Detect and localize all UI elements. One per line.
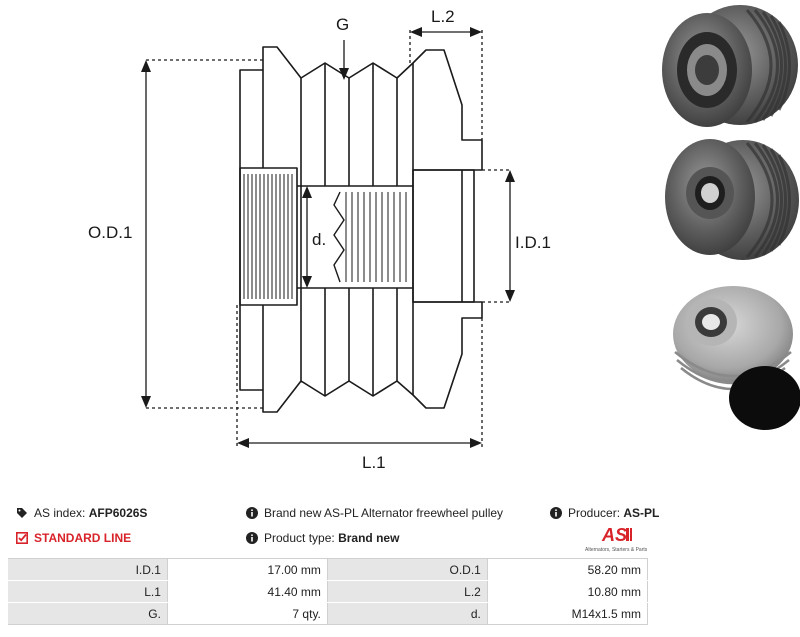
description-row: Brand new AS-PL Alternator freewheel pul… (246, 506, 503, 520)
tag-icon (17, 508, 27, 518)
pulley-photo-front (662, 5, 798, 127)
spec-value: 17.00 mm (166, 558, 328, 581)
dimension-label-l2: L.2 (431, 7, 455, 26)
product-type-label: Product type: (264, 531, 335, 545)
spec-label: G. (8, 602, 168, 625)
product-photos (662, 5, 800, 430)
product-type-row: Product type: Brand new (246, 531, 399, 545)
specifications-table: I.D.1 17.00 mm O.D.1 58.20 mm L.1 41.40 … (8, 558, 649, 625)
dimension-label-d: d. (312, 230, 326, 249)
svg-text:AS: AS (601, 525, 627, 545)
table-row: I.D.1 17.00 mm O.D.1 58.20 mm (8, 558, 649, 581)
standard-line-row: STANDARD LINE (16, 531, 131, 545)
as-index-row: AS index: AFP6026S (16, 506, 147, 520)
info-icon (246, 507, 258, 519)
as-pl-logo: AS Alternators, Starters & Parts (585, 525, 648, 553)
pulley-photo-rear (673, 286, 793, 391)
spec-value: 58.20 mm (486, 558, 649, 581)
producer-row: Producer: AS-PL (550, 506, 659, 520)
product-description: Brand new AS-PL Alternator freewheel pul… (264, 506, 504, 520)
producer-value: AS-PL (623, 506, 660, 520)
spec-label: L.1 (8, 580, 168, 603)
dimension-label-l1: L.1 (362, 453, 386, 472)
dimension-label-g: G (336, 15, 349, 34)
spec-label: I.D.1 (8, 558, 168, 581)
as-index-label: AS index: (34, 506, 86, 520)
spec-label: d. (327, 602, 488, 625)
spec-value: 7 qty. (166, 602, 328, 625)
dimension-label-id1: I.D.1 (515, 233, 551, 252)
spec-value: M14x1.5 mm (486, 602, 649, 625)
spec-label: O.D.1 (327, 558, 488, 581)
dimension-label-od1: O.D.1 (88, 223, 132, 242)
spec-value: 10.80 mm (486, 580, 649, 603)
standard-line-label: STANDARD LINE (34, 531, 132, 545)
table-row: G. 7 qty. d. M14x1.5 mm (8, 602, 649, 625)
info-icon (246, 532, 258, 544)
spec-label: L.2 (327, 580, 488, 603)
spec-value: 41.40 mm (166, 580, 328, 603)
pulley-photo-angle (665, 139, 799, 260)
info-icon (550, 507, 562, 519)
product-type-value: Brand new (338, 531, 400, 545)
dust-cap-photo (729, 366, 800, 430)
checkbox-checked-icon (16, 532, 28, 544)
pulley-technical-drawing: G L.2 O.D.1 d. I.D.1 L.1 (88, 7, 551, 472)
as-index-value: AFP6026S (88, 506, 148, 520)
table-row: L.1 41.40 mm L.2 10.80 mm (8, 580, 649, 603)
producer-label: Producer: (568, 506, 621, 520)
svg-text:Alternators, Starters & Parts: Alternators, Starters & Parts (585, 547, 648, 553)
